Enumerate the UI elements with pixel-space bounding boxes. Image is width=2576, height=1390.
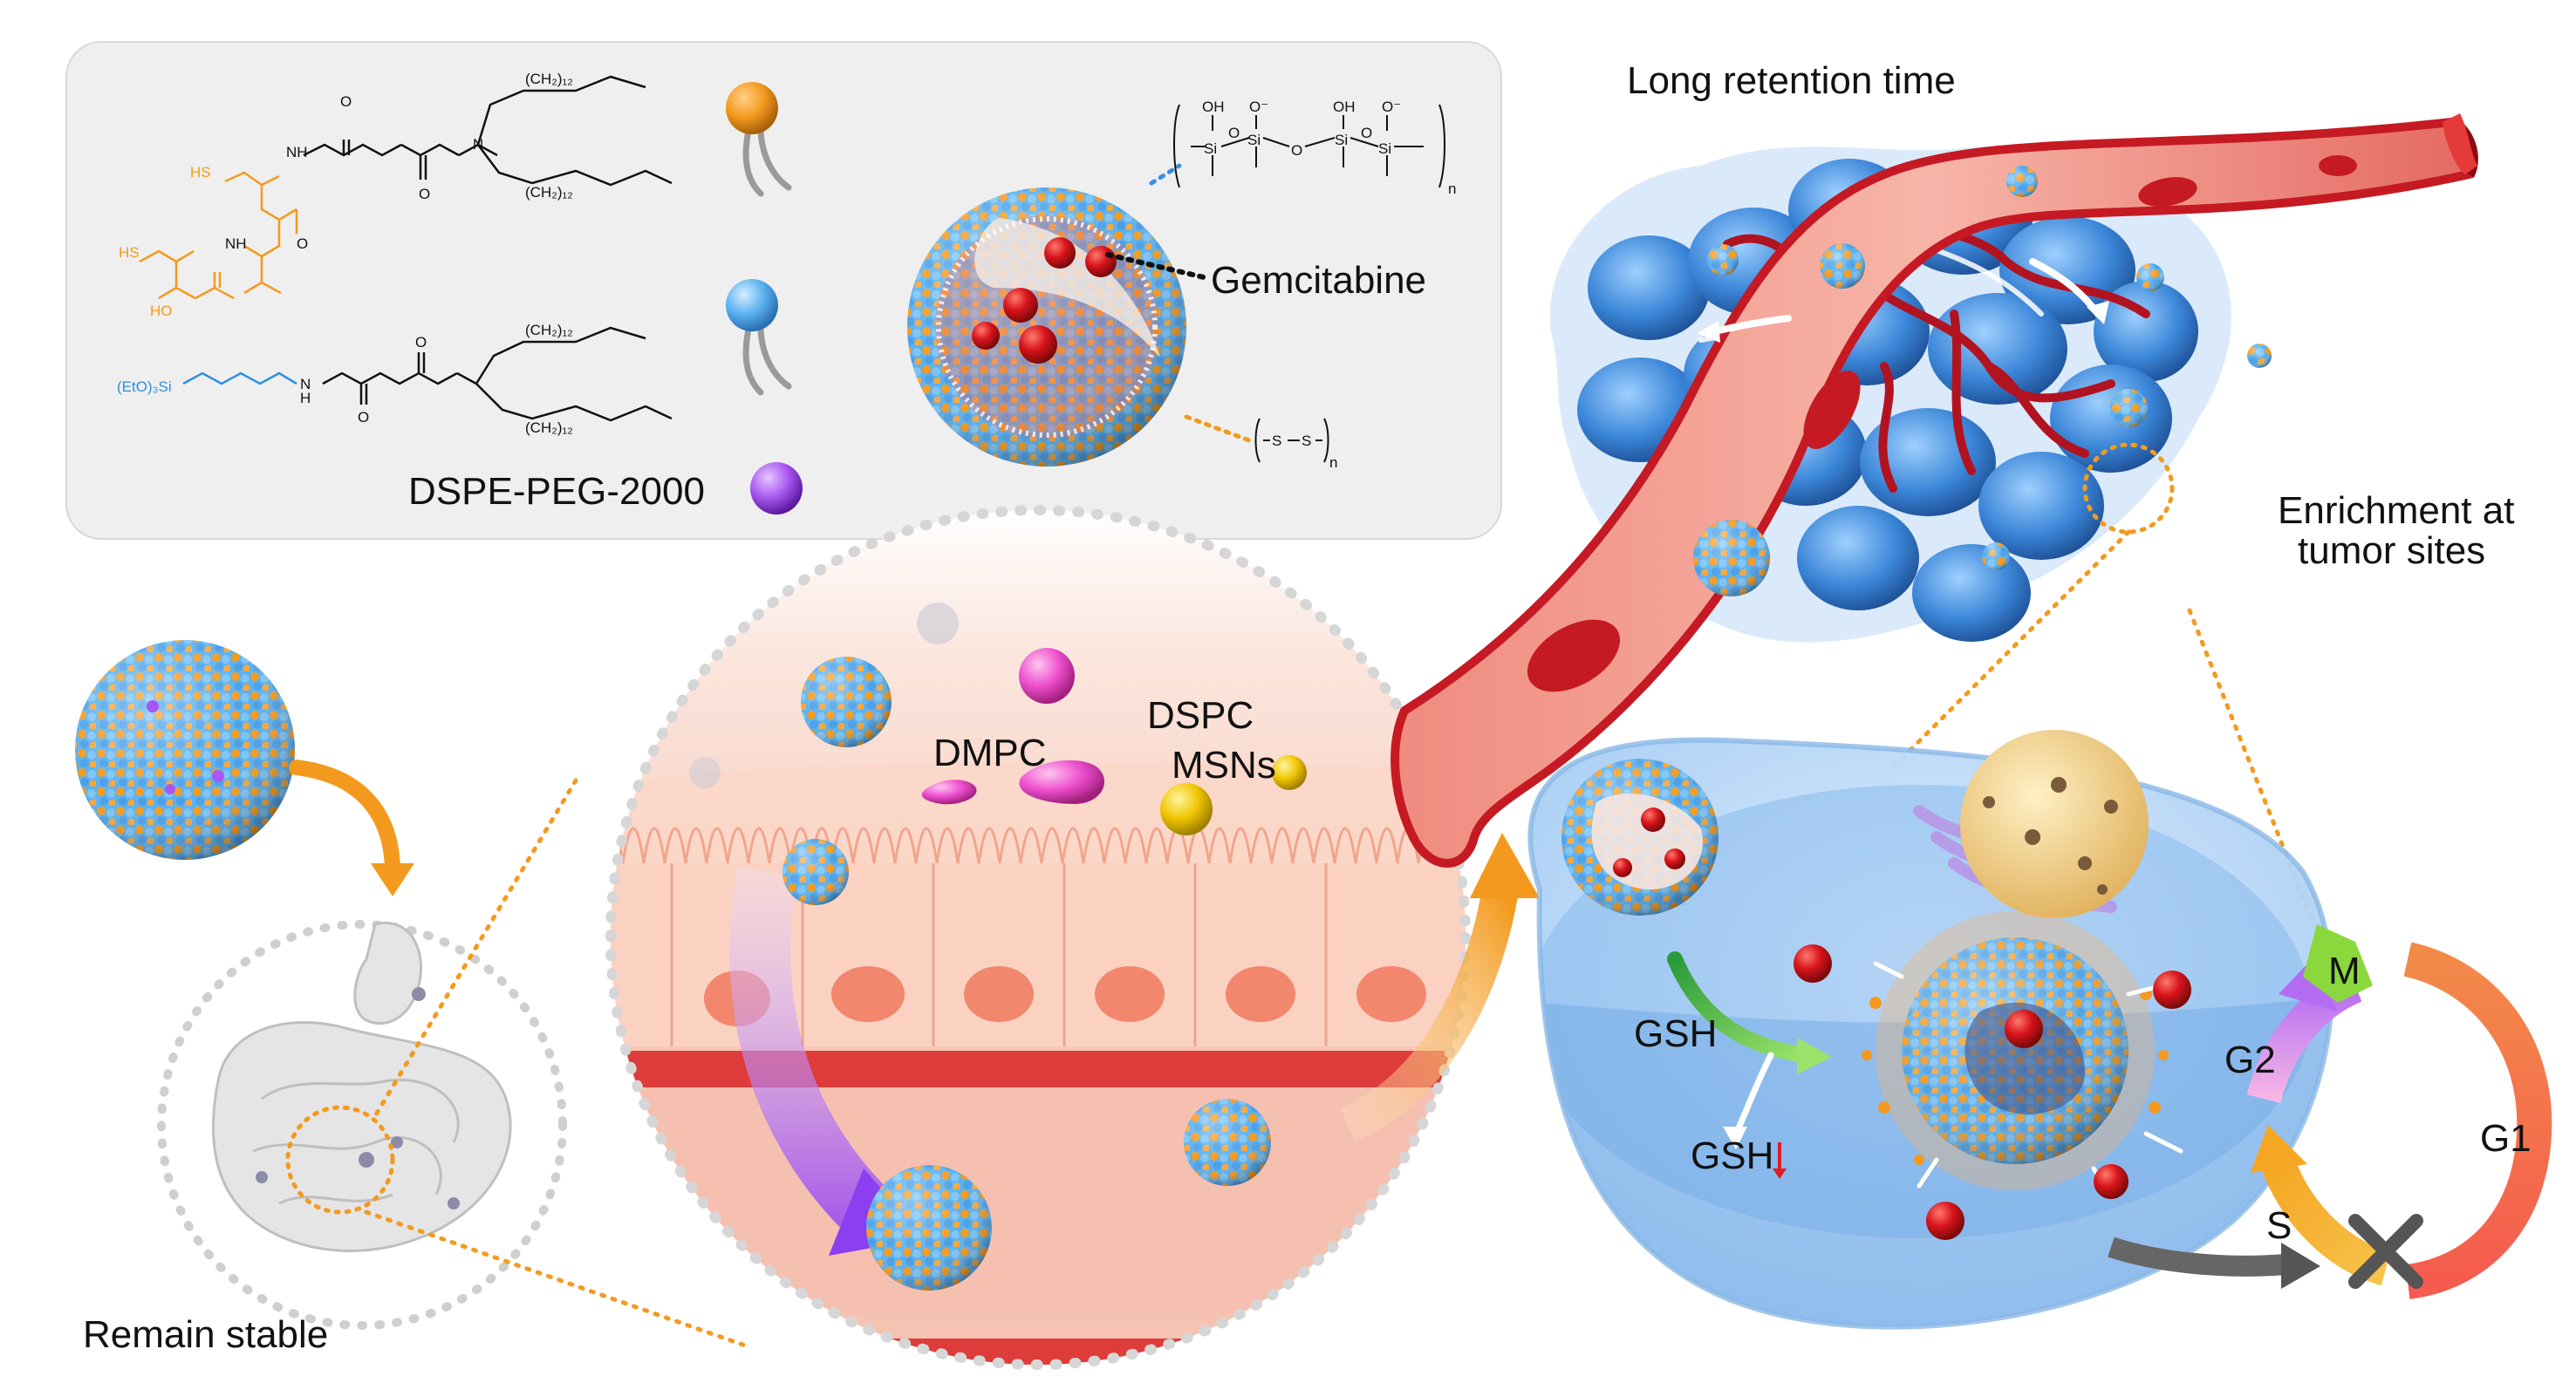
molecule2-group: (CH₂)₁₂ [525,322,573,338]
faded-particle [689,757,721,788]
intestinal-zoom-circle: DMPC DSPC MSNs [605,505,1471,1370]
nanoparticle [1184,1099,1271,1186]
gsh-label: GSH [1634,1012,1717,1055]
nanoparticle [2247,344,2272,368]
nanoparticle [2136,263,2164,291]
dmpc-label: DMPC [933,732,1047,774]
molecule2-group: O [415,334,427,351]
molecule1-group: N [473,136,483,153]
dmpc-blob [1019,760,1104,804]
nanoparticle [1982,542,2010,570]
molecule1-group: HS [119,244,140,261]
free-gemcitabine [1794,944,2191,1240]
molecule1-group: O [297,235,308,252]
absorption-arrow [1340,886,1519,1142]
gsh-decrease-label: GSH [1691,1134,1773,1177]
silica-n: n [1448,181,1456,197]
lipid-molecule-cysteine: HS HS HO NH NH N O O O (CH₂)₁₂ (CH₂)₁₂ [119,71,673,319]
silica-si: Si [1247,132,1261,148]
cell-cycle-arrest-cross [2348,1214,2423,1289]
silica-si: Si [1204,140,1217,157]
molecule2-group: (CH₂)₁₂ [525,419,573,436]
lipid-glyph-orange [726,82,792,197]
ingestion-arrowhead [371,863,414,896]
gut-circle [157,778,753,1350]
phase-m-label: M [2328,950,2361,992]
gemcitabine-pointer: Gemcitabine [1105,252,1426,302]
dspc-particle [1160,783,1213,835]
molecule1-group: NH [225,235,247,252]
enrichment-label-line1: Enrichment at [2278,489,2514,532]
dspc-label: DSPC [1147,694,1254,737]
silica-ominus: O⁻ [1249,99,1268,115]
molecule2-group: H [300,390,311,406]
molecule1-group: NH [286,144,308,160]
silica-o: O [1361,125,1372,141]
phase-g1-label: G1 [2480,1117,2532,1160]
silica-o: O [1291,142,1302,159]
nanoparticle [866,1165,992,1291]
tumor-cell: GSH GSH [1527,730,2334,1330]
lipid-molecule-silane: (EtO)₃Si H N O O (CH₂)₁₂ (CH₂)₁₂ [117,322,673,436]
phase-m-block [2303,924,2373,1003]
dmpc-blob [921,780,977,805]
molecule1-group: HS [190,164,211,181]
phase-g1-arc [2403,942,2552,1299]
silica-si: Si [1378,140,1391,157]
msn-particle [1272,755,1307,790]
disulfide-structure: S S n [1184,414,1337,471]
nanoparticle [2006,166,2038,197]
silica-o: O [1228,125,1240,141]
liposome-disassembling [1862,911,2183,1197]
molecule1-group: HO [150,303,173,319]
nanoparticle [1707,244,1739,276]
disulfide-n: n [1329,454,1337,471]
silica-ominus: O⁻ [1382,99,1401,115]
extravasation-arrow [1711,315,1792,335]
silica-structure: OH OH O⁻ O⁻ Si Si Si Si O O O n [1149,99,1456,197]
liposome-cutaway [907,187,1186,467]
msns-label: MSNs [1172,744,1276,787]
blood-vessel [1390,113,2478,868]
disulfide-s: S [1272,433,1281,449]
molecule1-group: (CH₂)₁₂ [525,71,573,87]
phase-s-label: S [2266,1204,2292,1247]
nanoparticle [2109,389,2148,427]
molecule2-group: (EtO)₃Si [117,378,172,395]
nanoparticle [801,657,892,747]
silica-oh: OH [1202,99,1225,115]
silica-oh: OH [1333,99,1356,115]
dspe-label: DSPE-PEG-2000 [408,470,705,513]
disulfide-s: S [1302,433,1311,449]
molecule2-group: N [300,376,311,392]
absorption-arrowhead [1470,833,1540,898]
cell-cycle-diagram: M G1 G2 S [2108,924,2552,1299]
molecule1-group: O [340,93,352,110]
chemistry-panel: HS HS HO NH NH N O O O (CH₂)₁₂ (CH₂)₁₂ [65,41,1502,540]
molecule2-group: O [358,409,369,426]
phase-g2-label: G2 [2224,1039,2276,1081]
lipid-glyph-blue [726,279,792,396]
enrichment-label-line2: tumor sites [2298,529,2485,572]
faded-particle [917,603,959,644]
oral-nanoparticle [75,640,295,860]
gsh-arrow [1667,951,1814,1063]
gemcitabine-label: Gemcitabine [1211,259,1426,302]
lipid-glyph-purple [750,462,803,514]
liposome-entering [1561,759,1718,916]
molecule1-group: O [419,186,430,202]
long-retention-label: Long retention time [1627,59,1956,102]
silica-si: Si [1335,132,1348,148]
molecule1-group: (CH₂)₁₂ [525,184,573,201]
nanoparticle [782,839,849,905]
dmpc-vesicle [1019,648,1075,704]
nucleus [1960,730,2149,918]
nanoparticle [1693,520,1770,596]
ingestion-arrow [289,760,400,880]
remain-stable-label: Remain stable [83,1313,328,1356]
nanoparticle [1820,243,1865,289]
arrest-arrow [2108,1237,2286,1277]
